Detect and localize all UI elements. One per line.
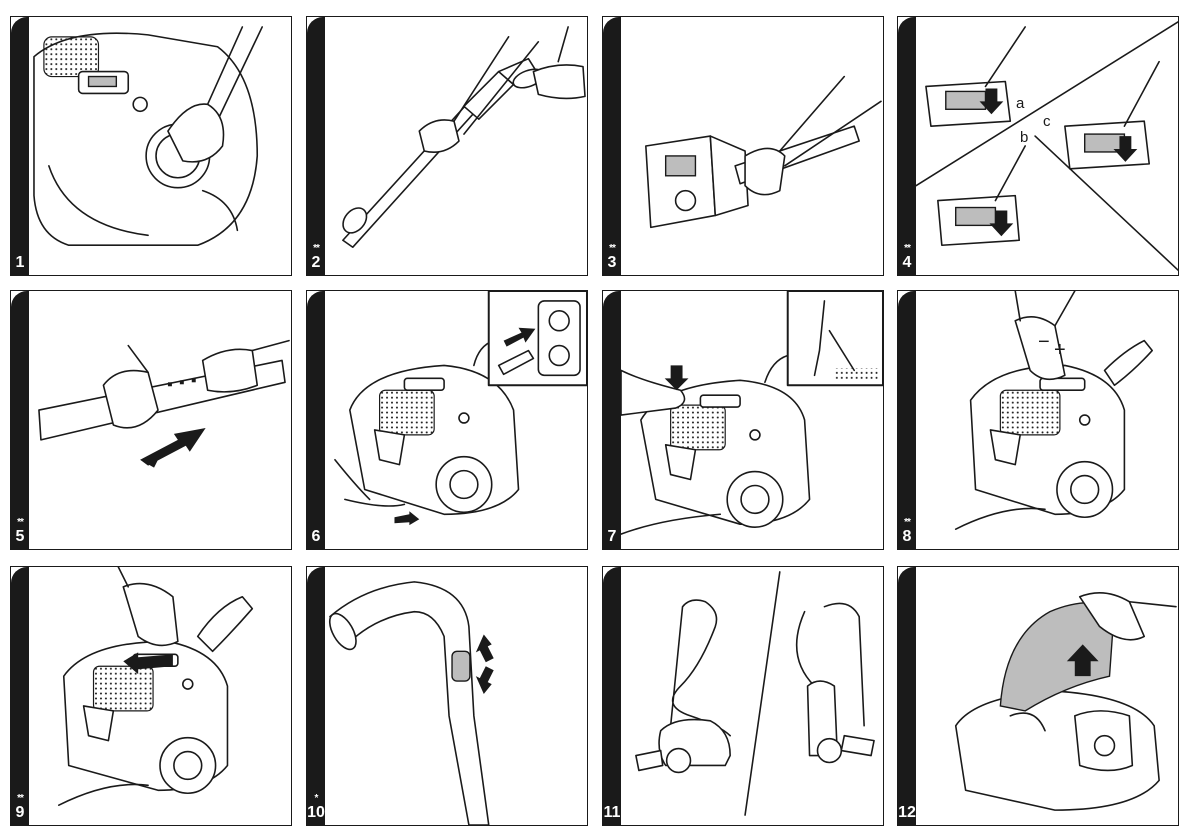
illustration-adjust-tube-length [29,291,291,549]
step-strip: 12 [898,567,916,825]
step-panel-12: 12 [897,566,1179,826]
vacuum-power-drawing [954,291,1153,530]
step-number: 2 [311,254,321,271]
step-panel-5: ** 5 [10,290,292,550]
illustration-switch-on [621,291,883,549]
step-number: 1 [15,254,25,271]
step-strip: ** 4 [898,17,916,275]
step-stars: * [314,793,319,804]
step-panel-2: ** 2 [306,16,588,276]
step-panel-7: 7 [602,290,884,550]
illustration-attach-tube [325,17,587,275]
illustration-slide-control [29,567,291,825]
step-stars: ** [313,243,320,254]
step-panel-1: 1 [10,16,292,276]
tube-drawing [342,26,586,249]
step-strip: ** 3 [603,17,621,275]
illustration-nozzle-settings: a b c [916,17,1178,275]
vacuum-top-drawing [33,26,264,247]
step-strip: ** 2 [307,17,325,275]
step-number: 10 [307,804,325,821]
vacuum-open-lid-drawing [954,592,1177,811]
step-number: 3 [607,254,617,271]
step-strip: ** 8 [898,291,916,549]
step-number: 11 [603,804,621,821]
illustration-plug-in [325,291,587,549]
step-strip: ** 5 [11,291,29,549]
setting-label-a: a [1016,95,1025,112]
illustration-storage-positions [621,567,883,825]
floor-nozzle-drawing [645,75,882,229]
step-stars: ** [17,517,24,528]
step-number: 4 [902,254,912,271]
step-strip: 11 [603,567,621,825]
step-stars: ** [17,793,24,804]
illustration-open-lid [29,17,291,275]
step-panel-8: ** 8 − + [897,290,1179,550]
step-stars: ** [904,243,911,254]
telescopic-tube-drawing [38,339,290,468]
step-number: 6 [311,528,321,545]
vacuum-parking-drawing [635,571,875,816]
step-number: 5 [15,528,25,545]
step-number: 12 [898,804,916,821]
step-stars: ** [904,517,911,528]
illustration-power-control: − + [916,291,1178,549]
illustration-attach-nozzle [621,17,883,275]
step-strip: 6 [307,291,325,549]
nozzle-variants-drawing [916,21,1178,271]
setting-label-c: c [1043,113,1051,130]
hose-handle-drawing [328,581,494,825]
step-panel-3: ** 3 [602,16,884,276]
step-strip: 1 [11,17,29,275]
setting-label-b: b [1020,129,1029,146]
step-number: 9 [15,804,25,821]
step-panel-11: 11 [602,566,884,826]
vacuum-slider-drawing [57,567,254,806]
vacuum-foot-switch-drawing [621,291,883,535]
step-panel-10: * 10 [306,566,588,826]
step-panel-9: ** 9 [10,566,292,826]
step-strip: 7 [603,291,621,549]
power-plus-sign: + [1054,339,1066,361]
step-panel-6: 6 [306,290,588,550]
illustration-suction-regulator [325,567,587,825]
vacuum-plug-drawing [334,291,587,526]
step-panel-4: ** 4 a b c [897,16,1179,276]
step-number: 8 [902,528,912,545]
step-strip: ** 9 [11,567,29,825]
step-number: 7 [607,528,617,545]
illustration-open-bag-compartment [916,567,1178,825]
step-stars: ** [609,243,616,254]
step-strip: * 10 [307,567,325,825]
power-minus-sign: − [1038,331,1050,353]
